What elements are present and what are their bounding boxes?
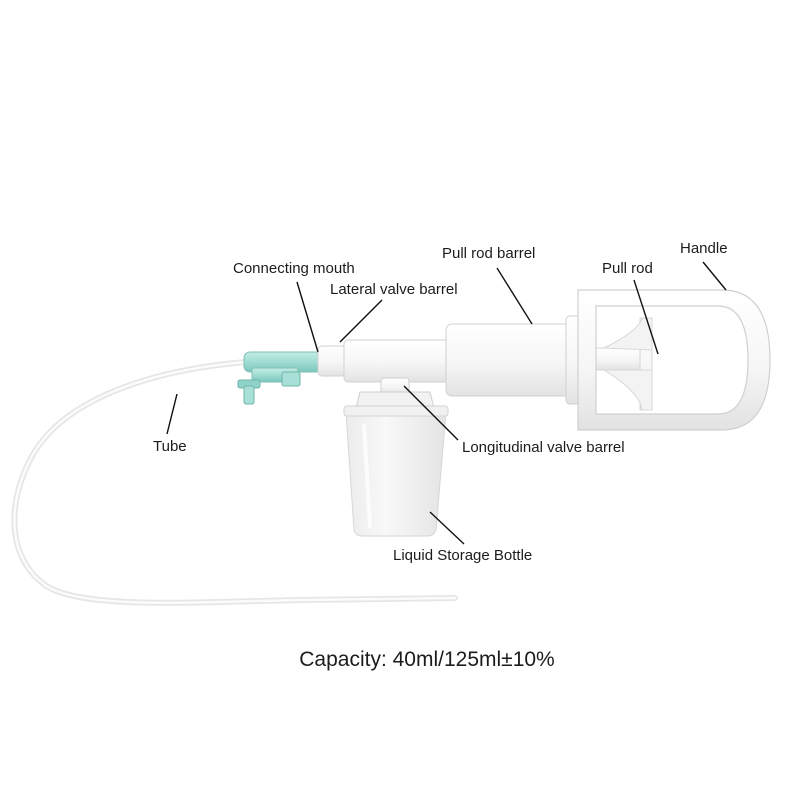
capacity-caption: Capacity: 40ml/125ml±10% bbox=[299, 648, 555, 671]
leader-handle bbox=[702, 261, 727, 291]
leader-tube bbox=[166, 393, 178, 435]
label-handle: Handle bbox=[680, 240, 728, 257]
label-lateral-valve-barrel: Lateral valve barrel bbox=[330, 281, 458, 298]
pull-rod-barrel bbox=[445, 315, 589, 405]
liquid-storage-bottle bbox=[343, 405, 449, 537]
connecting-mouth bbox=[237, 351, 323, 405]
label-longitudinal-valve-barrel: Longitudinal valve barrel bbox=[462, 439, 625, 456]
leader-lateral-valve-barrel bbox=[339, 299, 383, 343]
label-tube: Tube bbox=[153, 438, 187, 455]
label-pull-rod-barrel: Pull rod barrel bbox=[442, 245, 536, 262]
leader-connecting-mouth bbox=[296, 281, 319, 353]
leader-pull-rod-barrel bbox=[496, 267, 533, 325]
handle bbox=[577, 289, 771, 431]
leader-liquid-storage-bottle bbox=[429, 511, 465, 545]
leader-pull-rod bbox=[633, 279, 659, 355]
leader-lines bbox=[166, 261, 727, 545]
lateral-valve-barrel bbox=[317, 339, 451, 383]
label-connecting-mouth: Connecting mouth bbox=[233, 260, 355, 277]
leader-longitudinal-valve-barrel bbox=[403, 385, 459, 441]
label-pull-rod: Pull rod bbox=[602, 260, 653, 277]
pull-rod bbox=[585, 317, 653, 411]
label-liquid-storage-bottle: Liquid Storage Bottle bbox=[393, 547, 533, 564]
